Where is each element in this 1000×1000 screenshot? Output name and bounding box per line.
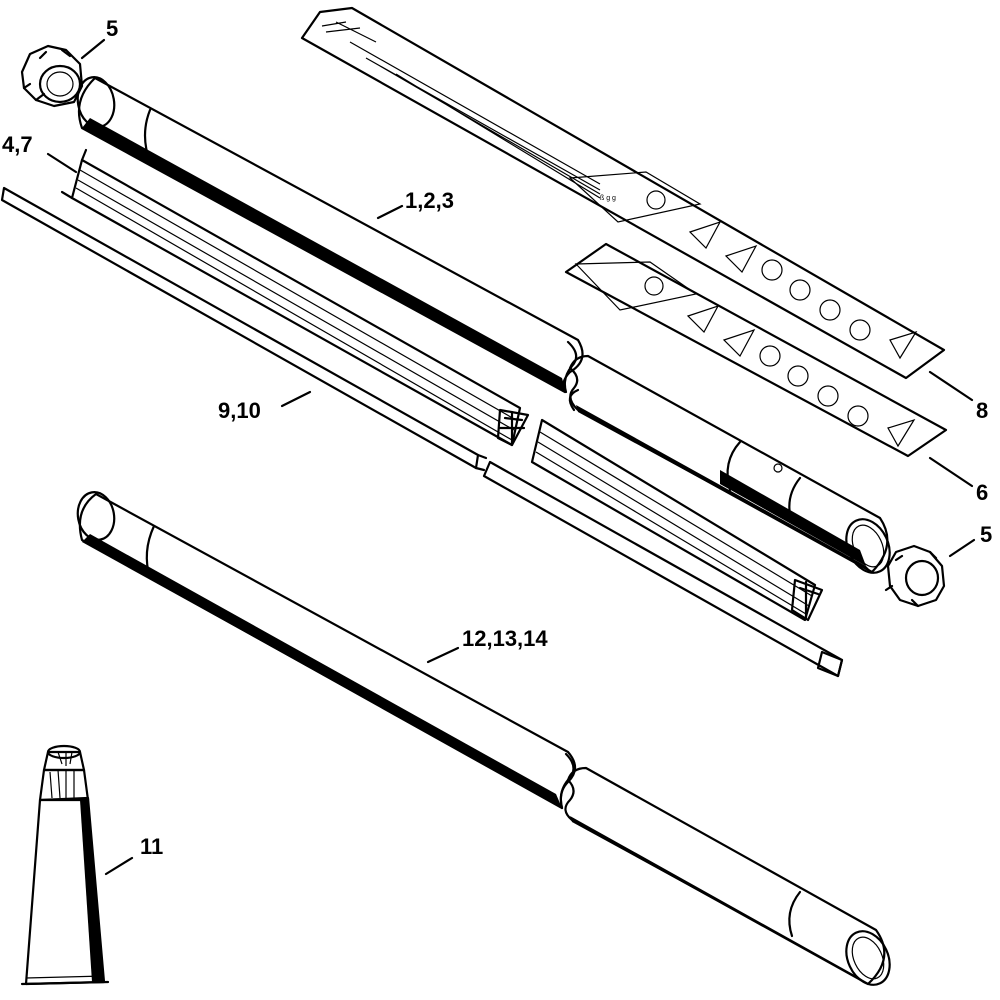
callout-12-13-14: 12,13,14 xyxy=(462,626,548,651)
decal-short xyxy=(564,242,948,458)
drive-shaft-right xyxy=(482,460,844,678)
svg-text:ß ɡ ɡ: ß ɡ ɡ xyxy=(600,195,616,202)
callout-4-7: 4,7 xyxy=(2,132,33,157)
callout-11: 11 xyxy=(140,834,163,859)
drive-tube-upper-right xyxy=(568,354,891,574)
liner-fluted-left xyxy=(60,148,530,447)
tube-lower-right xyxy=(564,766,891,986)
callout-1-2-3: 1,2,3 xyxy=(405,188,454,213)
callout-9-10: 9,10 xyxy=(218,398,261,423)
grease-tube xyxy=(20,744,110,986)
collar-nut-top xyxy=(20,44,84,108)
decal-long: ß ɡ ɡ xyxy=(300,6,946,380)
liner-fluted-right xyxy=(530,418,824,622)
drive-tube-upper-left xyxy=(76,76,584,394)
leader-lines xyxy=(46,38,976,876)
callout-5-top: 5 xyxy=(106,16,118,41)
tube-lower-left xyxy=(76,491,577,810)
callout-6: 6 xyxy=(976,480,988,505)
callout-8: 8 xyxy=(976,398,988,423)
callout-5-right: 5 xyxy=(980,522,992,547)
collar-nut-right xyxy=(884,544,946,608)
drive-shaft-left xyxy=(0,186,488,472)
